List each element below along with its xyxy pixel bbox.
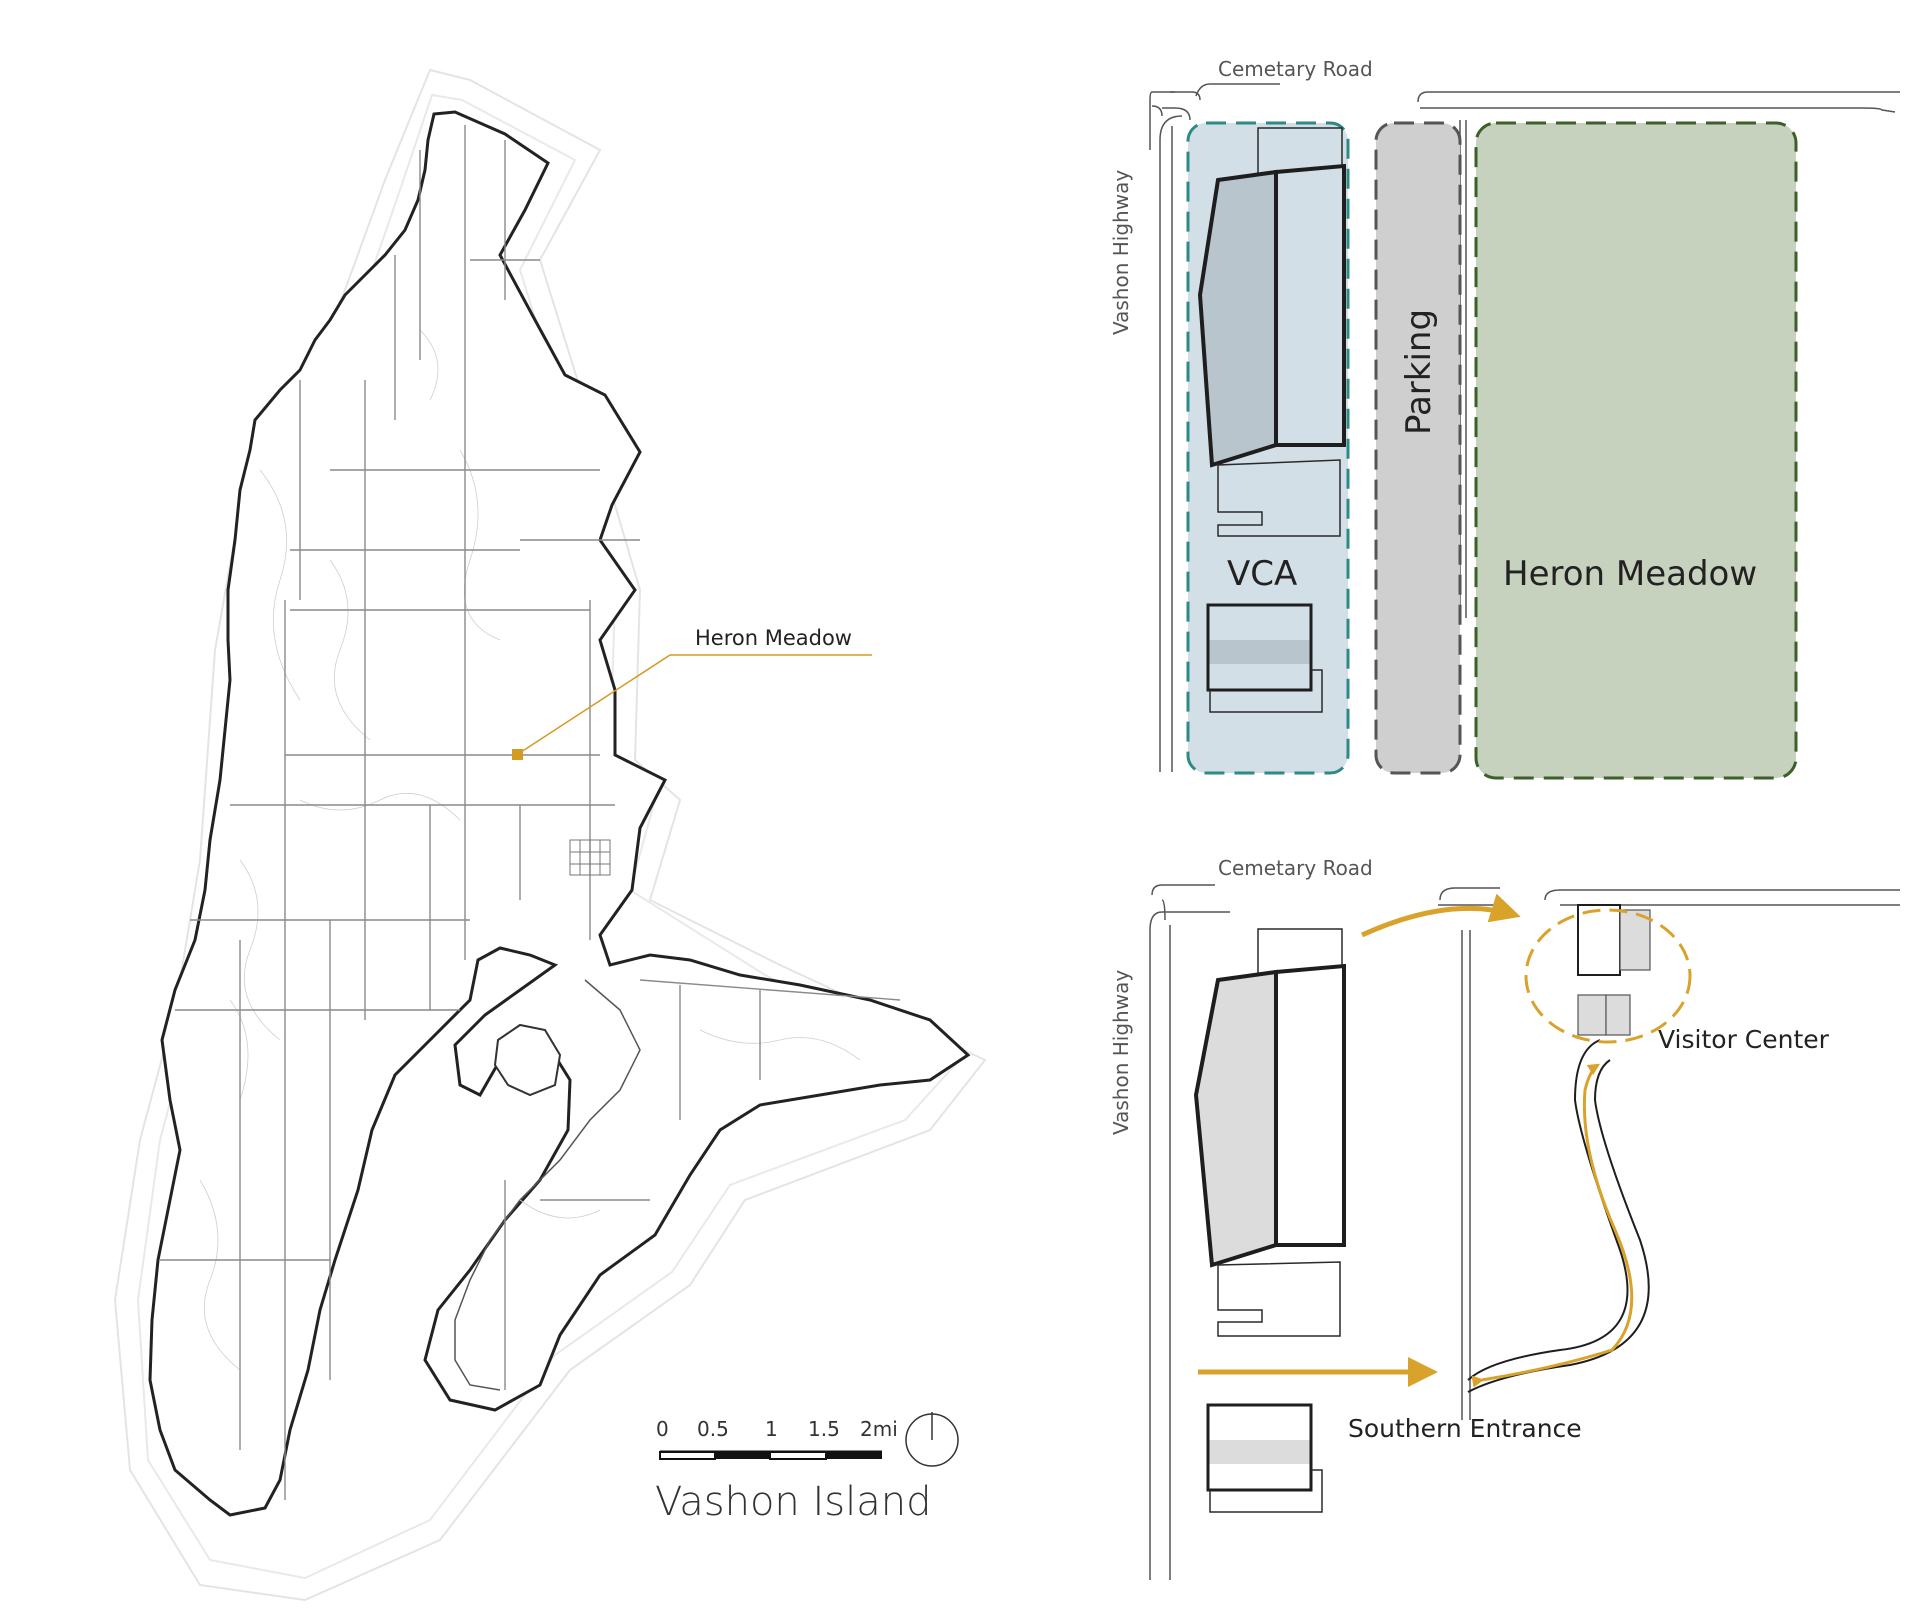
access-drive-inner <box>1467 1059 1650 1393</box>
heron-meadow-callout-label: Heron Meadow <box>695 626 852 650</box>
scale-label-0: 0 <box>656 1417 669 1441</box>
heron-meadow-marker <box>512 749 523 760</box>
island-map-title: Vashon Island <box>655 1479 932 1525</box>
access-drive <box>1467 1039 1629 1381</box>
contour-lines <box>199 329 861 1371</box>
heron-meadow-zone <box>1474 121 1798 780</box>
site-zoning-plan: VCA Parking Heron Meadow Cemetary Road V… <box>1109 57 1900 780</box>
parking-zone <box>1374 121 1462 775</box>
arrow-north-entrance <box>1360 893 1521 938</box>
heron-meadow-zone-label: Heron Meadow <box>1503 554 1757 594</box>
island-outline <box>148 110 971 1517</box>
scale-label-0.5: 0.5 <box>697 1417 729 1441</box>
vashon-island-map: Heron Meadow 0 0.5 1 1.5 2mi Vashon Isla… <box>113 68 987 1602</box>
vca-building-bottom <box>1193 928 1346 1513</box>
vca-buildings <box>1197 127 1346 713</box>
southern-entrance-label: Southern Entrance <box>1348 1414 1582 1443</box>
visitor-center-label: Visitor Center <box>1658 1025 1830 1054</box>
cemetary-road-label-bottom: Cemetary Road <box>1218 856 1373 880</box>
scale-bar: 0 0.5 1 1.5 2mi <box>656 1412 959 1467</box>
roads-bottom <box>1149 884 1900 1580</box>
heron-meadow-callout: Heron Meadow <box>512 626 872 760</box>
circulation-plan: Cemetary Road Vashon Highway Visitor Cen… <box>1109 856 1900 1580</box>
arrow-visitor-loop <box>1471 1063 1634 1388</box>
cemetary-road-label-top: Cemetary Road <box>1218 57 1373 81</box>
town-grid <box>569 839 611 876</box>
scale-label-1.5: 1.5 <box>808 1417 840 1441</box>
parking-label: Parking <box>1399 309 1439 435</box>
vca-label: VCA <box>1227 554 1297 594</box>
scale-label-1: 1 <box>765 1417 778 1441</box>
vashon-highway-label-bottom: Vashon Highway <box>1109 970 1133 1135</box>
vashon-highway-label-top: Vashon Highway <box>1109 170 1133 335</box>
visitor-center-buildings <box>1577 904 1651 1036</box>
road-network <box>160 125 901 1500</box>
visitor-center-highlight <box>1524 908 1692 1044</box>
scale-label-2mi: 2mi <box>860 1417 898 1441</box>
quartermaster-harbor-islet <box>493 1023 562 1097</box>
